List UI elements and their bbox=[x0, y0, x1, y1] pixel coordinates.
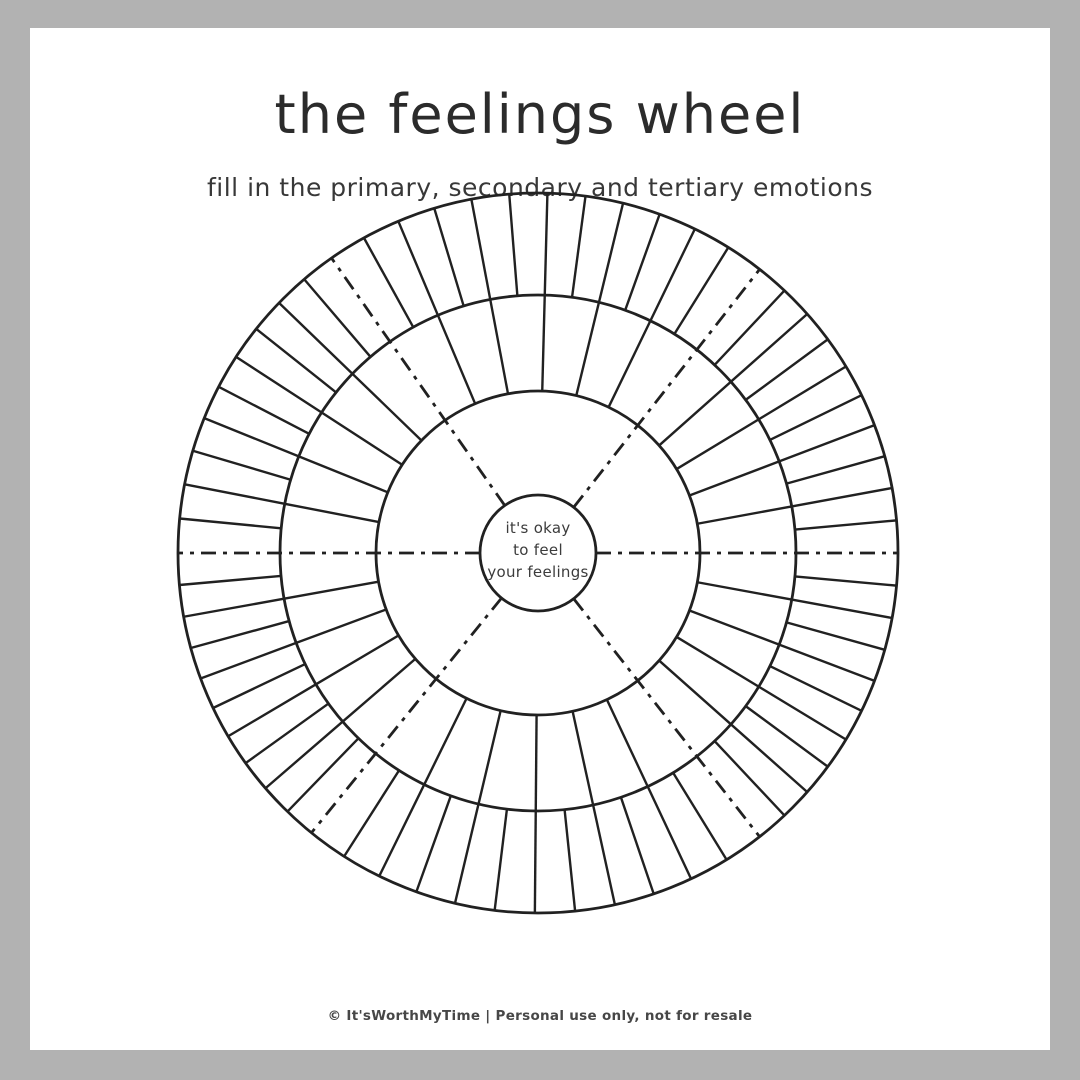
center-text-line: to feel bbox=[513, 541, 563, 559]
wheel-center-text: it's okay to feel your feelings bbox=[438, 517, 638, 583]
center-text-line: your feelings bbox=[487, 563, 589, 581]
page-title: the feelings wheel bbox=[274, 83, 806, 146]
footer-credit: © It'sWorthMyTime | Personal use only, n… bbox=[327, 1008, 753, 1024]
worksheet-page: the feelings wheel fill in the primary, … bbox=[30, 28, 1050, 1050]
page-subtitle: fill in the primary, secondary and terti… bbox=[206, 173, 873, 202]
feelings-wheel bbox=[176, 191, 900, 915]
center-text-line: it's okay bbox=[505, 519, 571, 537]
